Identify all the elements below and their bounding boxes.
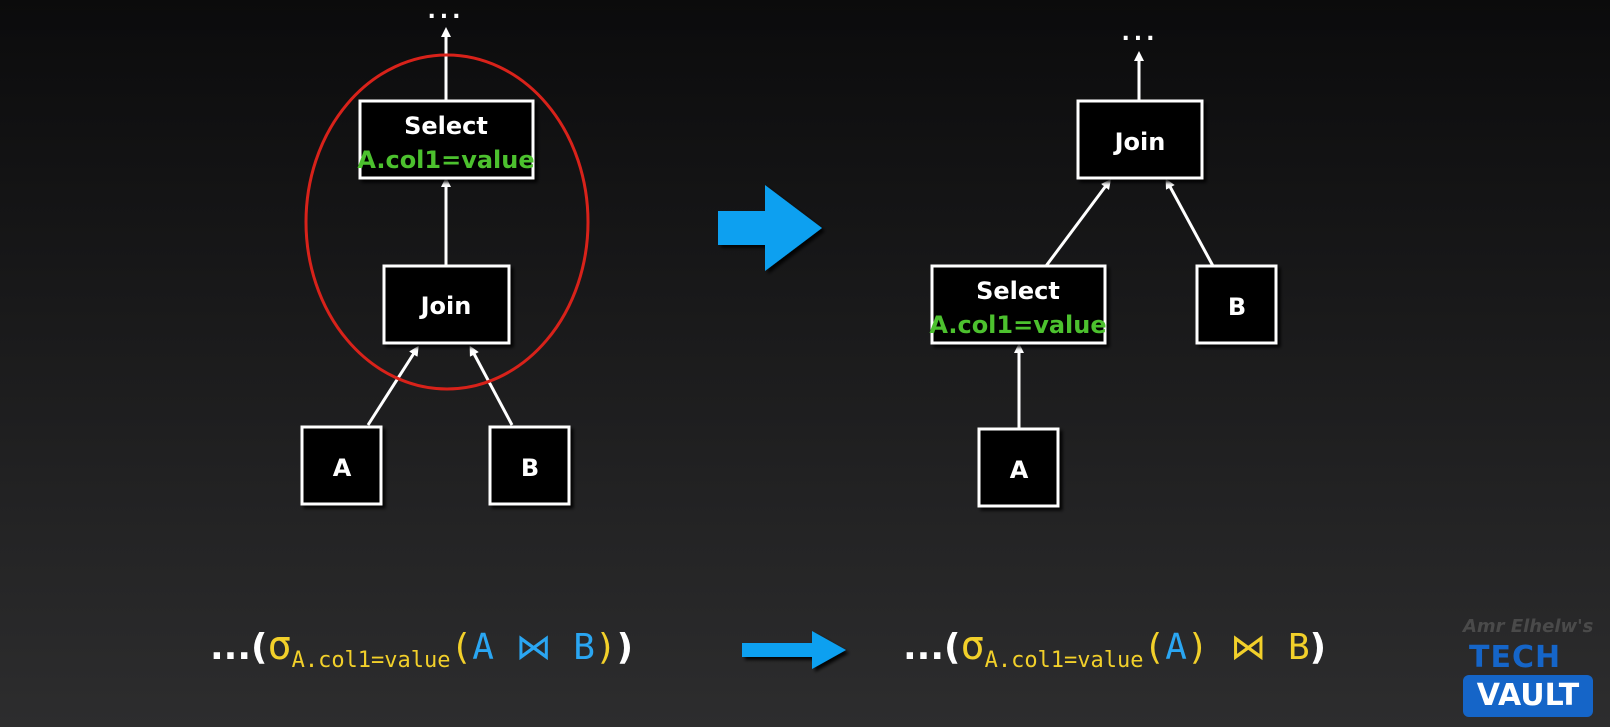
highlight-circle — [304, 53, 590, 391]
after-select-node: Select A.col1=value — [929, 264, 1107, 345]
formula-before-b: B — [573, 627, 595, 668]
after-select-to-join-edge — [1044, 178, 1111, 267]
before-b-label: B — [521, 454, 539, 482]
after-tree: ... Join Select A.col1=value B A — [929, 21, 1278, 508]
formula-before-join-symbol: ⋈ — [515, 627, 552, 668]
before-join-label: Join — [419, 292, 472, 320]
formula-after: ...(σA.col1=value(A) ⋈ B) — [903, 626, 1327, 679]
after-b-to-join-edge — [1165, 178, 1215, 267]
after-select-title: Select — [976, 277, 1060, 305]
before-a-to-join-edge — [366, 345, 419, 426]
formula-before-a: A — [472, 627, 494, 668]
after-select-predicate: A.col1=value — [929, 311, 1106, 339]
after-top-ellipsis: ... — [1121, 21, 1158, 46]
formula-before-open-inner: ( — [450, 627, 473, 668]
logo-tech: TECH — [1469, 640, 1562, 675]
before-join-node: Join — [382, 264, 511, 345]
after-b-label: B — [1228, 293, 1246, 321]
after-b-node: B — [1195, 264, 1278, 345]
after-a-node: A — [977, 427, 1060, 508]
formula-before-close-inner: ) — [594, 627, 617, 668]
before-select-predicate: A.col1=value — [357, 146, 534, 174]
formula-after-b: B — [1287, 627, 1310, 668]
after-join-node: Join — [1076, 99, 1204, 180]
formula-arrow-icon — [742, 631, 846, 669]
formula-after-prefix: ... — [903, 627, 945, 668]
formula-before: ...(σA.col1=value(A ⋈ B)) — [210, 626, 634, 679]
formula-after-sigma: σ — [960, 623, 985, 669]
formula-after-join-symbol: ⋈ — [1230, 627, 1267, 668]
after-a-label: A — [1010, 456, 1029, 484]
before-top-ellipsis: ... — [427, 0, 464, 24]
formula-before-close-outer: ) — [616, 627, 634, 668]
formula-before-subscript: A.col1=value — [291, 648, 451, 673]
after-join-label: Join — [1113, 128, 1166, 156]
formula-after-open-inner: ( — [1143, 627, 1166, 668]
logo-vault: VAULT — [1463, 675, 1593, 717]
formula-before-prefix: ... — [210, 627, 252, 668]
formula-after-subscript: A.col1=value — [984, 648, 1144, 673]
before-a-node: A — [300, 425, 383, 506]
formula-after-close-outer: ) — [1309, 627, 1327, 668]
before-select-title: Select — [404, 112, 488, 140]
formula-after-open-outer: ( — [944, 627, 961, 668]
formula-before-open-outer: ( — [251, 627, 268, 668]
before-tree: ... Select A.col1=value Join A B — [300, 0, 590, 506]
before-b-to-join-edge — [469, 345, 514, 426]
transform-arrow-icon — [718, 185, 822, 271]
formula-after-close-inner: ) — [1186, 627, 1209, 668]
tech-vault-logo: Amr Elhelw's TECH VAULT — [1463, 616, 1603, 718]
before-a-label: A — [333, 454, 352, 482]
formula-before-sigma: σ — [267, 623, 292, 669]
before-b-node: B — [488, 425, 571, 506]
before-select-node: Select A.col1=value — [357, 99, 535, 180]
formula-after-a: A — [1165, 627, 1187, 668]
logo-author: Amr Elhelw's — [1463, 616, 1594, 637]
